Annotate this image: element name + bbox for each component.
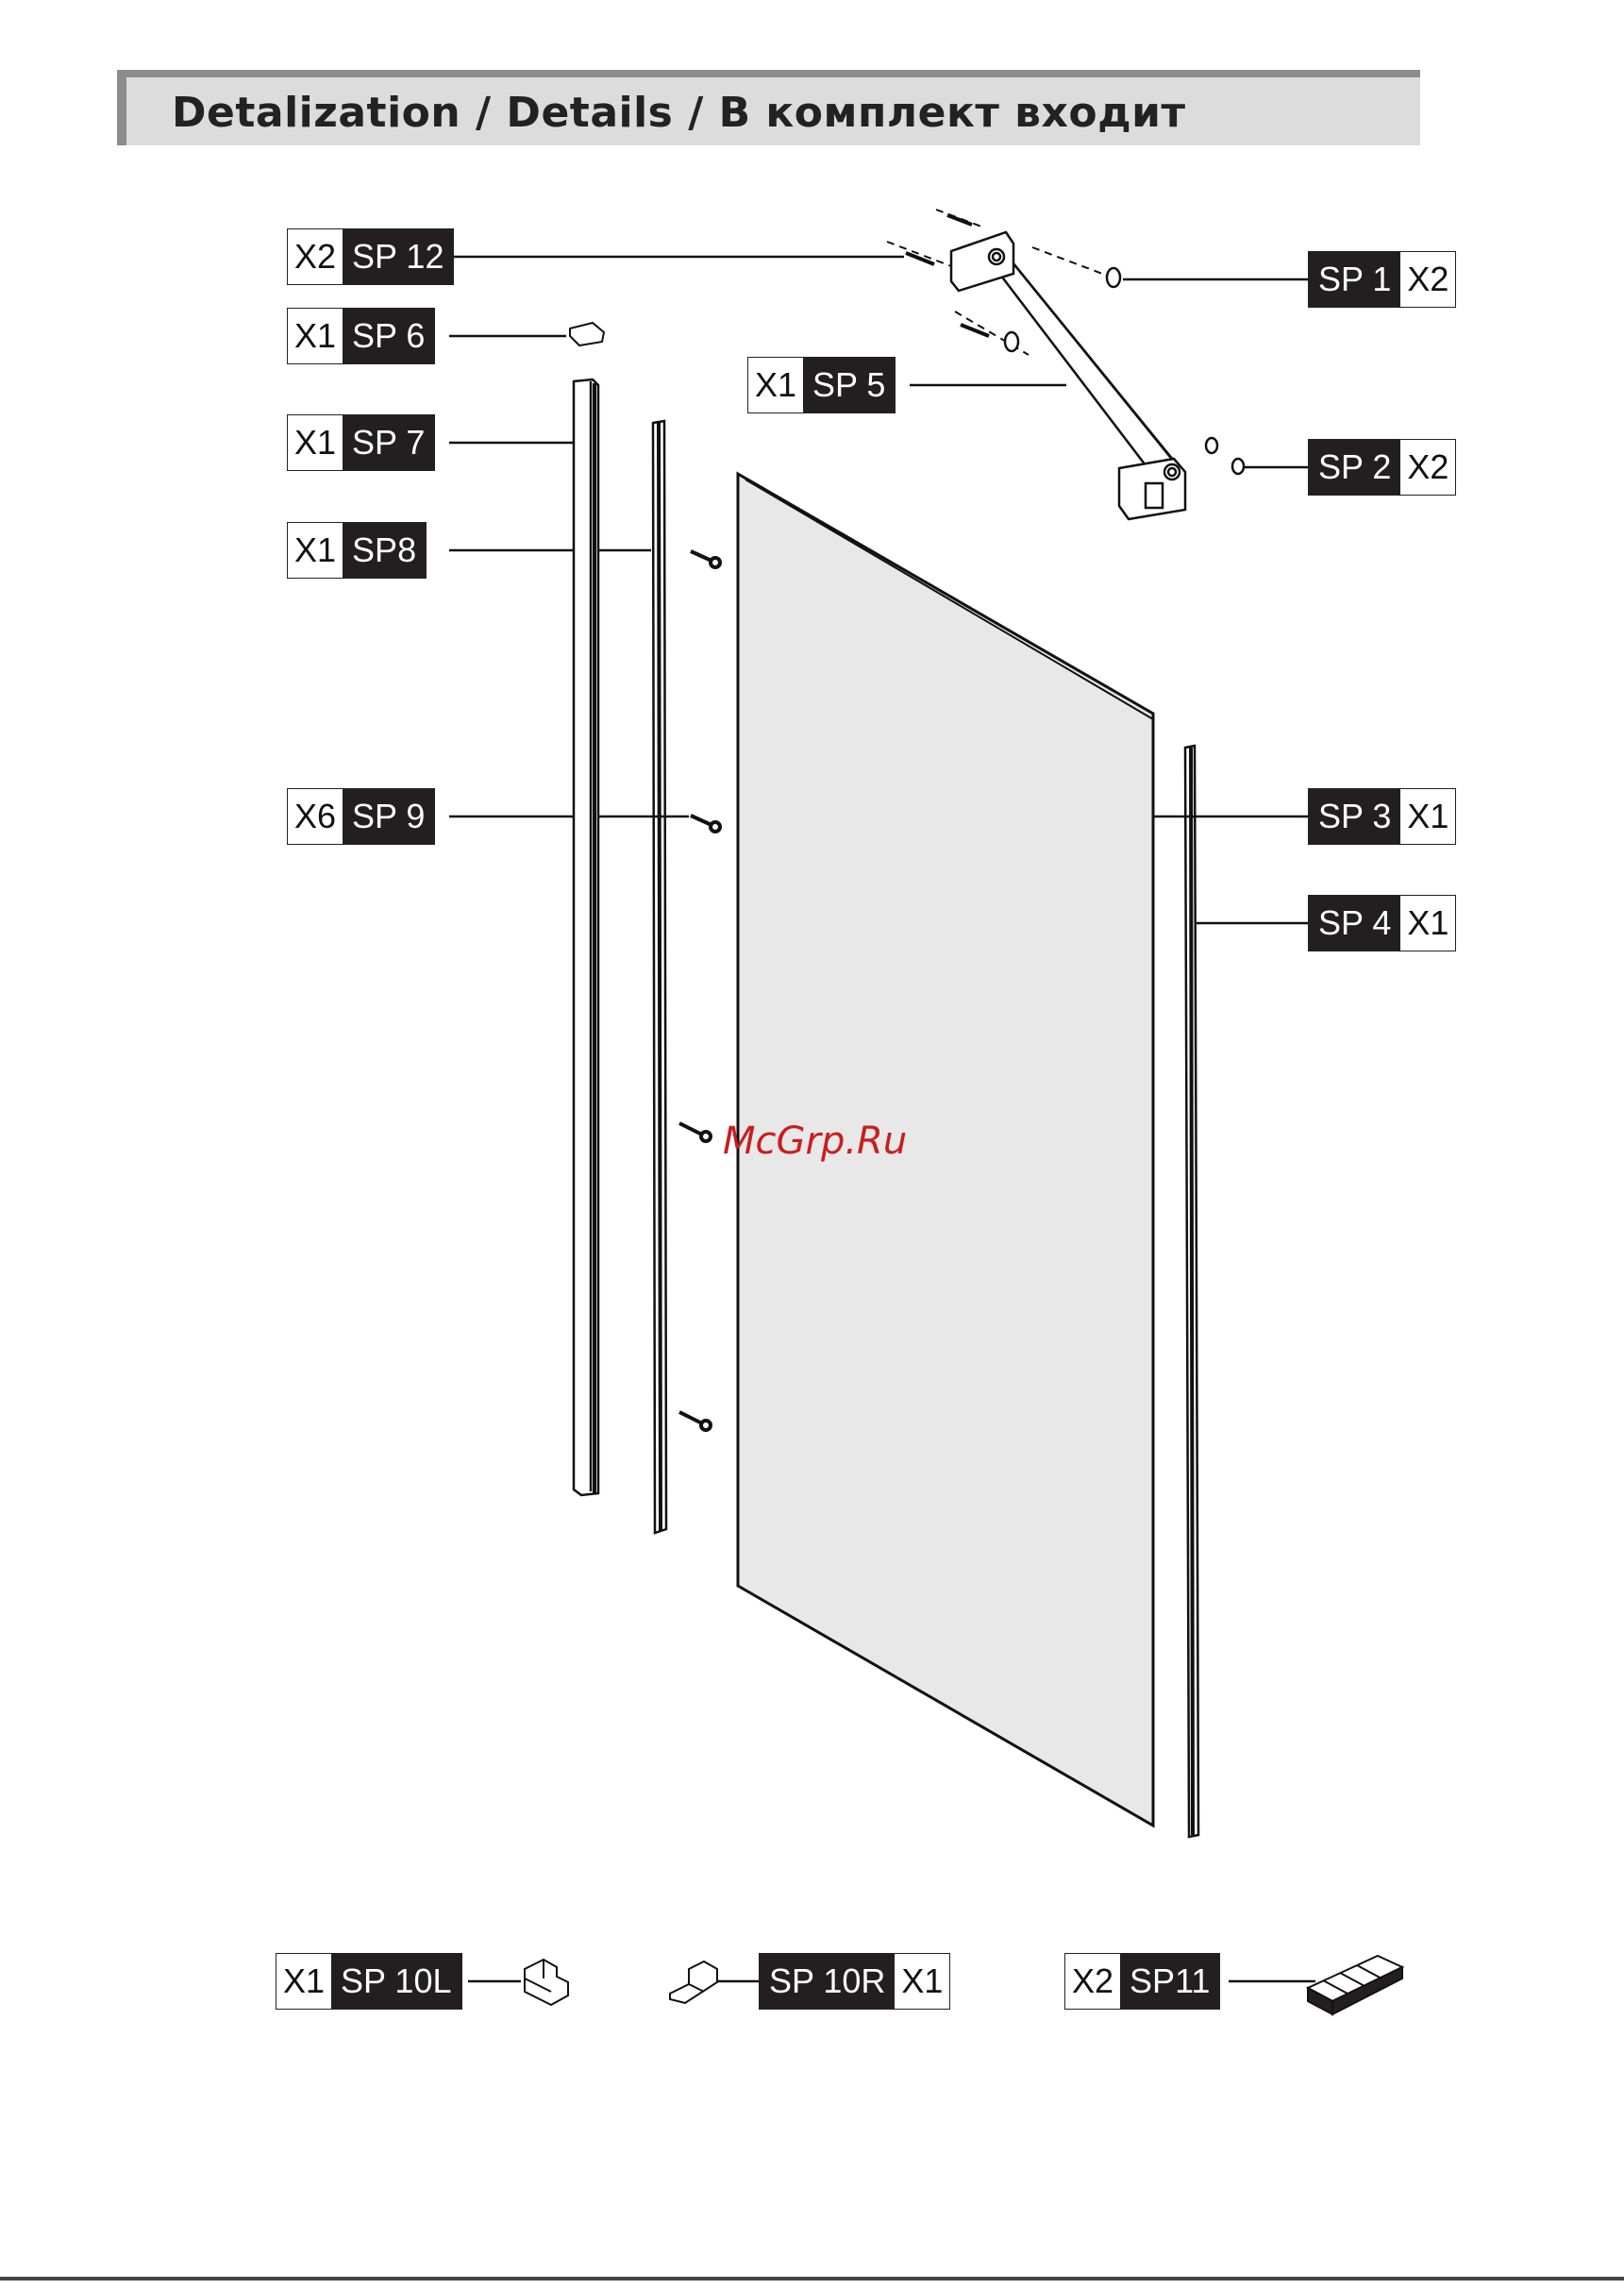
wall-profile-sp7	[574, 379, 598, 1495]
screws-sp9	[679, 551, 720, 1430]
dashed-axes	[887, 210, 1117, 355]
seal-profile-sp8	[653, 421, 666, 1533]
seal-profile-sp3-sp4	[1153, 717, 1198, 1837]
watermark: McGrp.Ru	[723, 1119, 907, 1163]
bracket-sp10l	[525, 1960, 568, 2005]
cap-sp6	[570, 323, 604, 345]
footer-divider	[0, 2277, 1624, 2281]
bracket-sp10r	[670, 1961, 717, 2003]
spacer-sp11	[1308, 1956, 1402, 2014]
stabilizer-bar-sp5	[951, 232, 1185, 519]
